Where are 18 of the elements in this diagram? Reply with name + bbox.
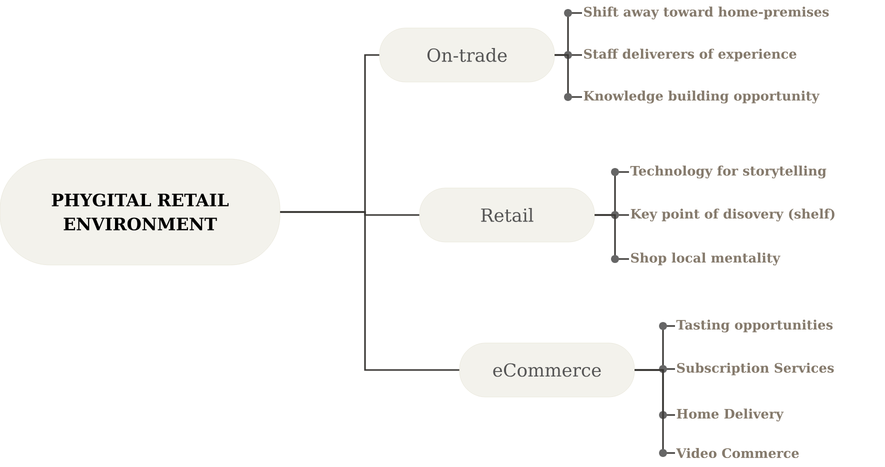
item-text: Staff deliverers of experience [584,48,796,62]
item-text: Technology for storytelling [630,166,826,178]
item-text: Tasting opportunities [676,320,833,332]
branch-node: eCommerce [459,342,635,398]
branch-node: Retail [419,188,595,242]
item-text: Shift away toward home-premises [584,6,829,20]
connector [594,214,629,263]
item-text: Home Delivery [676,408,784,422]
item-text: Key point of disovery (shelf) [630,208,834,222]
branch-node: On-trade [379,28,555,82]
root-node: PHYGITAL RETAIL ENVIRONMENT [0,158,280,266]
item-text: Video Commerce [676,448,799,458]
connector [634,369,675,457]
item-text: Knowledge building opportunity [584,90,820,104]
item-text: Shop local mentality [631,252,780,266]
connector [280,211,460,371]
item-text: Subscription Services [677,362,834,376]
connector [554,54,582,101]
